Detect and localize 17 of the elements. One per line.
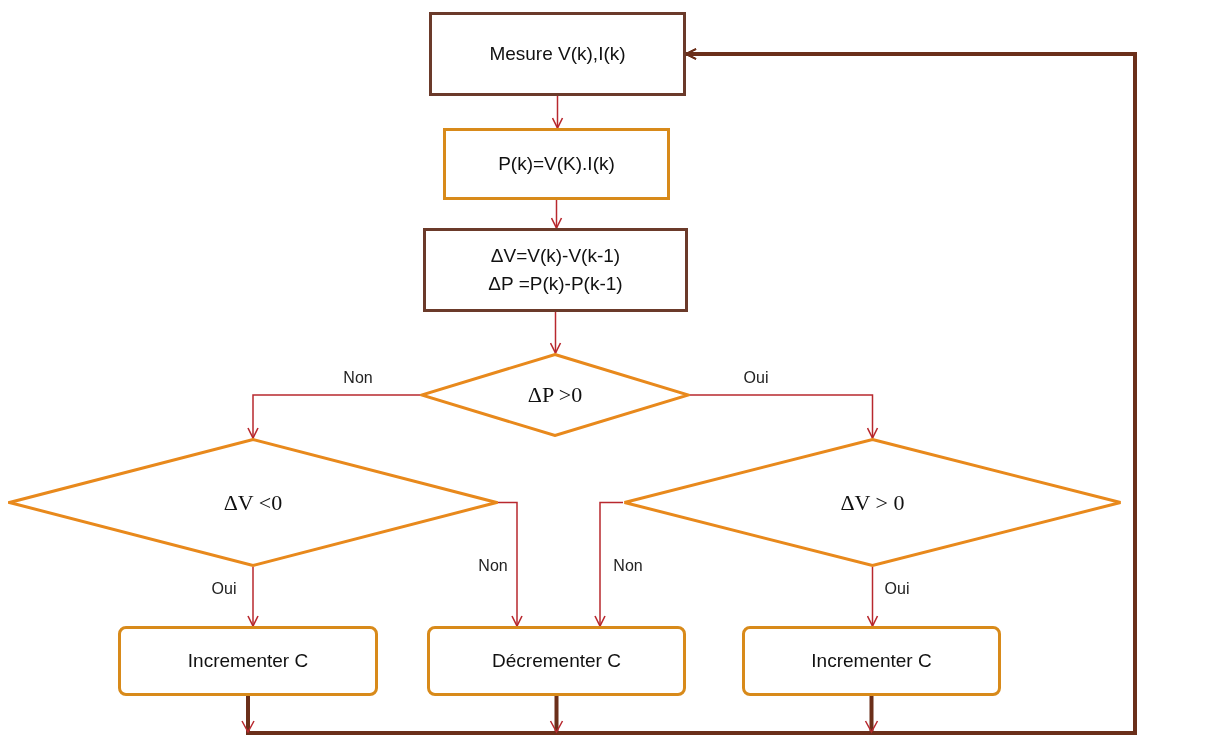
condition-text: ΔP >0 xyxy=(527,381,583,409)
box-text: ΔV=V(k)-V(k-1) xyxy=(490,244,621,268)
condition-text: ΔV > 0 xyxy=(840,488,905,517)
process-box xyxy=(427,626,686,696)
box-text: Incrementer C xyxy=(187,649,309,673)
box-text: ΔP =P(k)-P(k-1) xyxy=(488,272,623,296)
condition-text: ΔV <0 xyxy=(223,488,283,517)
box-text: Décrementer C xyxy=(492,649,621,673)
box-text: Mesure V(k),I(k) xyxy=(489,42,626,66)
process-box xyxy=(423,228,688,312)
process-box xyxy=(429,12,686,96)
box-text: Incrementer C xyxy=(811,649,932,673)
box-text: P(k)=V(K).I(k) xyxy=(498,152,615,176)
process-box xyxy=(742,626,1001,696)
decision-diamond xyxy=(420,353,690,437)
process-box xyxy=(118,626,378,696)
process-box xyxy=(443,128,670,200)
